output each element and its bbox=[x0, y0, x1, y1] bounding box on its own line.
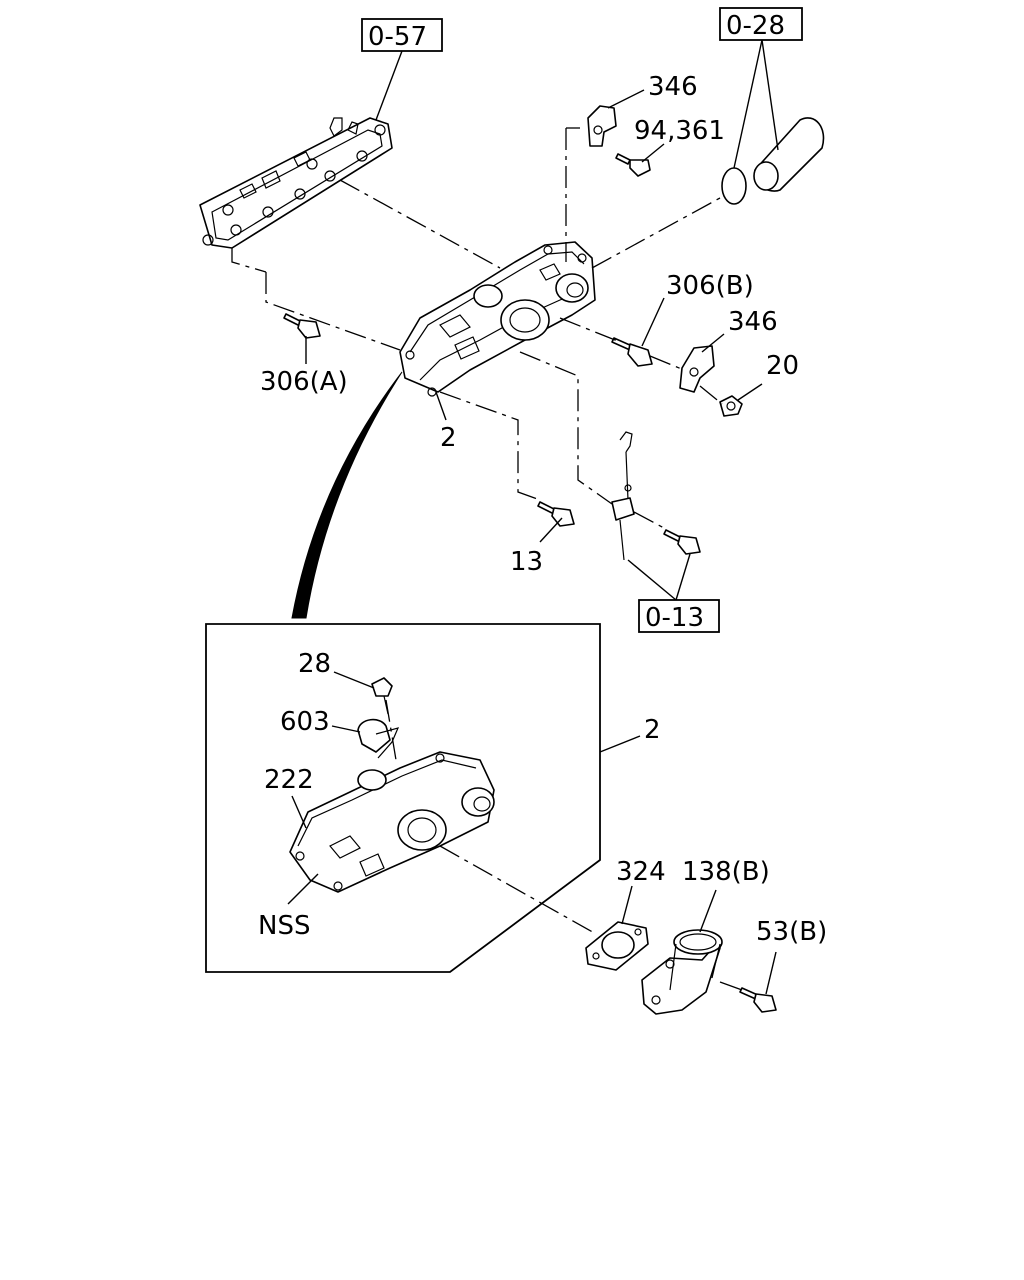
bracket-346-lower bbox=[679, 345, 715, 393]
bolt-0-13 bbox=[663, 529, 701, 555]
detail-pointer bbox=[291, 371, 403, 619]
ref-box-0-28[interactable]: 0-28 bbox=[719, 7, 803, 41]
ref-label-0-28: 0-28 bbox=[726, 11, 785, 41]
label-13[interactable]: 13 bbox=[510, 547, 543, 577]
ref-label-0-57: 0-57 bbox=[368, 22, 427, 52]
air-hose bbox=[721, 117, 825, 205]
label-324[interactable]: 324 bbox=[616, 857, 666, 887]
leader-lines-detail bbox=[287, 671, 777, 995]
bolt-94-361 bbox=[615, 153, 651, 177]
label-20[interactable]: 20 bbox=[766, 351, 799, 381]
label-2-upper[interactable]: 2 bbox=[440, 423, 457, 453]
detail-throttle-body bbox=[289, 751, 495, 893]
ref-box-0-13[interactable]: 0-13 bbox=[638, 599, 720, 633]
detail-sensor-603 bbox=[357, 718, 400, 759]
label-nss[interactable]: NSS bbox=[258, 911, 310, 941]
bolt-306-a bbox=[283, 313, 321, 339]
ref-box-0-57[interactable]: 0-57 bbox=[361, 18, 443, 52]
water-outlet-138b bbox=[641, 929, 723, 1015]
label-346-upper[interactable]: 346 bbox=[648, 72, 698, 102]
ref-label-0-13: 0-13 bbox=[645, 603, 704, 633]
label-346-lower[interactable]: 346 bbox=[728, 307, 778, 337]
detail-bolt-28 bbox=[371, 677, 393, 715]
bracket-346-upper bbox=[587, 105, 617, 147]
nut-20 bbox=[719, 395, 743, 417]
bolt-53-b bbox=[719, 981, 777, 1013]
gasket-324 bbox=[585, 921, 649, 971]
label-306-a[interactable]: 306(A) bbox=[260, 367, 348, 397]
label-53-b[interactable]: 53(B) bbox=[756, 917, 827, 947]
label-94-361[interactable]: 94,361 bbox=[634, 116, 725, 146]
intake-gasket bbox=[199, 117, 393, 249]
label-306-b[interactable]: 306(B) bbox=[666, 271, 754, 301]
leader-lines-upper bbox=[305, 39, 779, 601]
label-138-b[interactable]: 138(B) bbox=[682, 857, 770, 887]
bolt-13 bbox=[537, 501, 575, 527]
label-222[interactable]: 222 bbox=[264, 765, 314, 795]
detail-dash-lines bbox=[385, 699, 597, 935]
bolt-306-b bbox=[611, 337, 653, 367]
label-603[interactable]: 603 bbox=[280, 707, 330, 737]
throttle-cable bbox=[611, 431, 635, 561]
label-2-detail[interactable]: 2 bbox=[644, 715, 661, 745]
label-28[interactable]: 28 bbox=[298, 649, 331, 679]
assembly-lines-upper bbox=[231, 127, 723, 529]
throttle-body-assembly bbox=[399, 241, 596, 397]
